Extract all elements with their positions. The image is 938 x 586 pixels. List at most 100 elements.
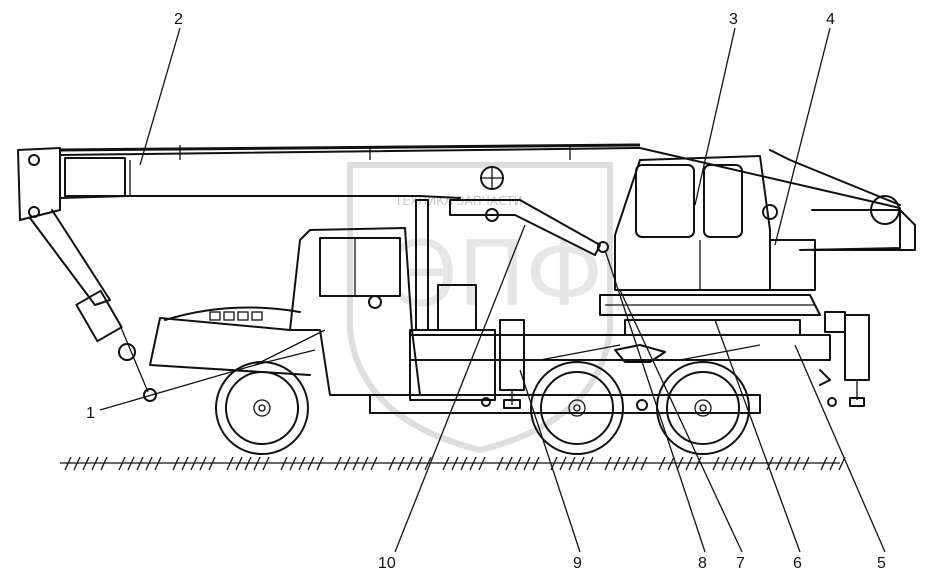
hatch-stroke: [262, 456, 270, 471]
front-outrigger: [481, 319, 525, 409]
hatch-stroke: [685, 456, 693, 471]
hatch-stroke: [73, 456, 81, 471]
hatch-stroke: [586, 456, 594, 471]
hatch-stroke: [154, 456, 162, 471]
hatch-stroke: [397, 456, 405, 471]
watermark-letters: ЭПФ: [395, 222, 603, 327]
hatch-stroke: [694, 456, 702, 471]
hatch-stroke: [181, 456, 189, 471]
hatch-stroke: [631, 456, 639, 471]
wheel-ring: [568, 399, 586, 417]
hatch-stroke: [577, 456, 585, 471]
turntable-ring: [624, 319, 801, 336]
leader-lines: [99, 27, 886, 553]
watermark-logo: ТЕХНИКА ЗАПЧАСТИ ЭПФ: [347, 162, 613, 454]
hatch-stroke: [226, 456, 234, 471]
wheel-ring: [573, 404, 581, 412]
callout-6: 6: [793, 555, 802, 572]
hatch-stroke: [721, 456, 729, 471]
hatch-stroke: [280, 456, 288, 471]
hatch-stroke: [118, 456, 126, 471]
hatch-stroke: [766, 456, 774, 471]
hatch-stroke: [793, 456, 801, 471]
hatch-stroke: [424, 456, 432, 471]
hatch-stroke: [712, 456, 720, 471]
hatch-stroke: [640, 456, 648, 471]
hatch-stroke: [523, 456, 531, 471]
hatch-stroke: [667, 456, 675, 471]
hatch-stroke: [514, 456, 522, 471]
hatch-stroke: [559, 456, 567, 471]
boom-head-hook: [17, 147, 157, 402]
hatch-stroke: [91, 456, 99, 471]
hatch-stroke: [406, 456, 414, 471]
hatch-stroke: [442, 456, 450, 471]
lifting-cylinder: [449, 199, 601, 256]
hatch-stroke: [604, 456, 612, 471]
wheels: [215, 361, 750, 455]
callout-3: 3: [729, 11, 738, 28]
hatch-stroke: [253, 456, 261, 471]
callout-10: 10: [378, 555, 396, 572]
hatch-stroke: [343, 456, 351, 471]
hatch-stroke: [775, 456, 783, 471]
grille-slots: [209, 311, 263, 321]
hatch-stroke: [289, 456, 297, 471]
ground-hatching: [60, 456, 846, 471]
hatch-stroke: [505, 456, 513, 471]
chassis-frame: [369, 334, 831, 414]
hatch-stroke: [64, 456, 72, 471]
hatch-stroke: [730, 456, 738, 471]
wheel-ring: [540, 371, 614, 445]
hatch-stroke: [451, 456, 459, 471]
hatch-stroke: [82, 456, 90, 471]
wheel-ring: [666, 371, 740, 445]
callout-4: 4: [826, 11, 835, 28]
hatch-stroke: [802, 456, 810, 471]
hatch-stroke: [316, 456, 324, 471]
hatch-stroke: [496, 456, 504, 471]
hatch-stroke: [388, 456, 396, 471]
hatch-stroke: [613, 456, 621, 471]
truck-cab: [149, 227, 421, 396]
hatch-stroke: [568, 456, 576, 471]
hatch-stroke: [415, 456, 423, 471]
hatch-stroke: [244, 456, 252, 471]
hatch-stroke: [127, 456, 135, 471]
hatch-stroke: [460, 456, 468, 471]
callout-labels: 1 2 3 4 5 6 7 8 9 10: [86, 11, 886, 572]
hatch-stroke: [334, 456, 342, 471]
hatch-stroke: [307, 456, 315, 471]
hatch-stroke: [235, 456, 243, 471]
rear-outrigger: [819, 311, 870, 407]
hatch-stroke: [145, 456, 153, 471]
hatch-stroke: [199, 456, 207, 471]
hatch-stroke: [100, 456, 108, 471]
wheel-ring: [215, 361, 309, 455]
hatch-stroke: [829, 456, 837, 471]
hatch-stroke: [370, 456, 378, 471]
wheel-ring: [699, 404, 707, 412]
wheel-ring: [258, 404, 266, 412]
hatch-stroke: [352, 456, 360, 471]
hatch-stroke: [469, 456, 477, 471]
hatch-stroke: [676, 456, 684, 471]
callout-2: 2: [174, 11, 183, 28]
hatch-stroke: [136, 456, 144, 471]
callout-9: 9: [573, 555, 582, 572]
suspension-link: [614, 344, 666, 411]
support-mast: [409, 199, 496, 401]
callout-8: 8: [698, 555, 707, 572]
hatch-stroke: [748, 456, 756, 471]
hatch-stroke: [739, 456, 747, 471]
hatch-stroke: [172, 456, 180, 471]
hatch-stroke: [784, 456, 792, 471]
wheel-ring: [225, 371, 299, 445]
hatch-stroke: [658, 456, 666, 471]
callout-7: 7: [736, 555, 745, 572]
hatch-stroke: [208, 456, 216, 471]
callout-5: 5: [877, 555, 886, 572]
hatch-stroke: [622, 456, 630, 471]
hatch-stroke: [478, 456, 486, 471]
